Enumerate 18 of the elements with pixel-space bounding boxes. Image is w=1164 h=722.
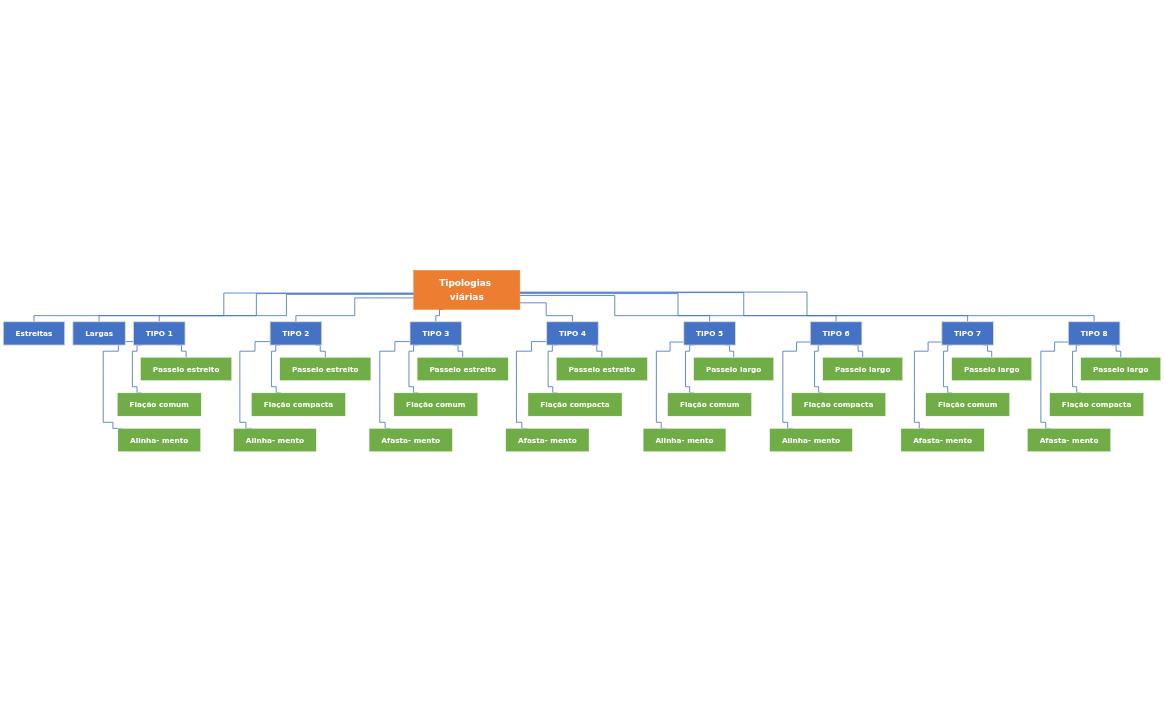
connector	[1040, 341, 1069, 429]
connector	[519, 291, 1095, 323]
connector	[519, 295, 710, 323]
connector	[516, 341, 548, 429]
connector	[519, 302, 573, 323]
connector	[655, 341, 685, 429]
connector	[519, 293, 837, 323]
connector	[158, 293, 415, 323]
connector	[782, 341, 811, 429]
connector	[519, 292, 969, 323]
connector	[98, 293, 415, 323]
connector	[295, 297, 415, 323]
connector	[239, 341, 271, 429]
connector	[33, 292, 415, 323]
connector	[102, 341, 134, 429]
connector	[379, 341, 411, 429]
node-box: Tipologias viárias	[413, 270, 521, 310]
connector	[914, 341, 943, 429]
